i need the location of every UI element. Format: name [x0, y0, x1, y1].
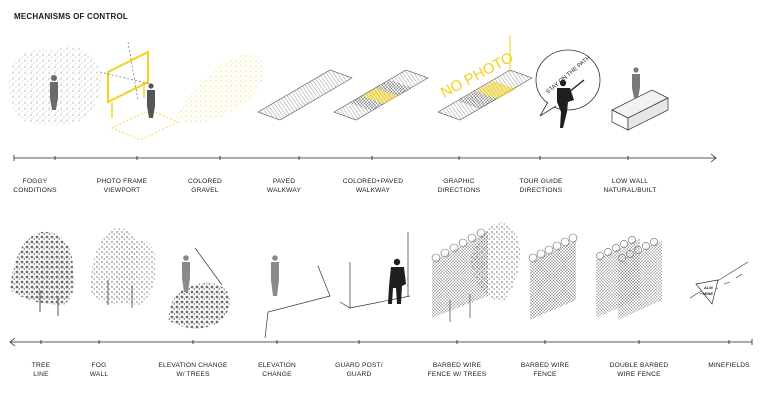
- photo-frame-illustration: [100, 42, 178, 140]
- barbed-wire-fence-illustration: [529, 234, 577, 320]
- graphic-directions-illustration: NO PHOTO: [438, 35, 532, 120]
- tour-guide-silhouette: [557, 80, 584, 128]
- person-silhouette: [147, 83, 155, 118]
- timeline-top: [14, 154, 716, 162]
- fog-wall-illustration: [90, 228, 156, 308]
- mine-sign-text-1: ALM: [704, 285, 713, 290]
- elevation-change-trees-illustration: [168, 248, 230, 329]
- double-barbed-wire-fence-illustration: [596, 236, 662, 320]
- timeline-bottom: [10, 338, 752, 346]
- person-silhouette: [271, 255, 279, 296]
- label-minefields: MINEFIELDS: [684, 361, 760, 370]
- low-wall-illustration: [612, 67, 668, 130]
- person-silhouette: [182, 255, 190, 292]
- guard-post-illustration: [340, 232, 410, 308]
- mine-sign-text-2: MINE: [703, 291, 713, 296]
- minefield-illustration: ALM MINE: [690, 262, 748, 304]
- elevation-change-illustration: [265, 255, 330, 338]
- barbed-wire-fence-trees-illustration: [432, 222, 520, 322]
- tour-guide-illustration: STAY ON THE PATH: [536, 50, 600, 128]
- label-guard-post: GUARD POST/GUARD: [314, 361, 404, 379]
- colored-gravel-illustration: [175, 54, 265, 123]
- fog-cloud-illustration: [8, 47, 102, 126]
- tree-line-illustration: [10, 232, 74, 316]
- person-silhouette: [632, 67, 640, 98]
